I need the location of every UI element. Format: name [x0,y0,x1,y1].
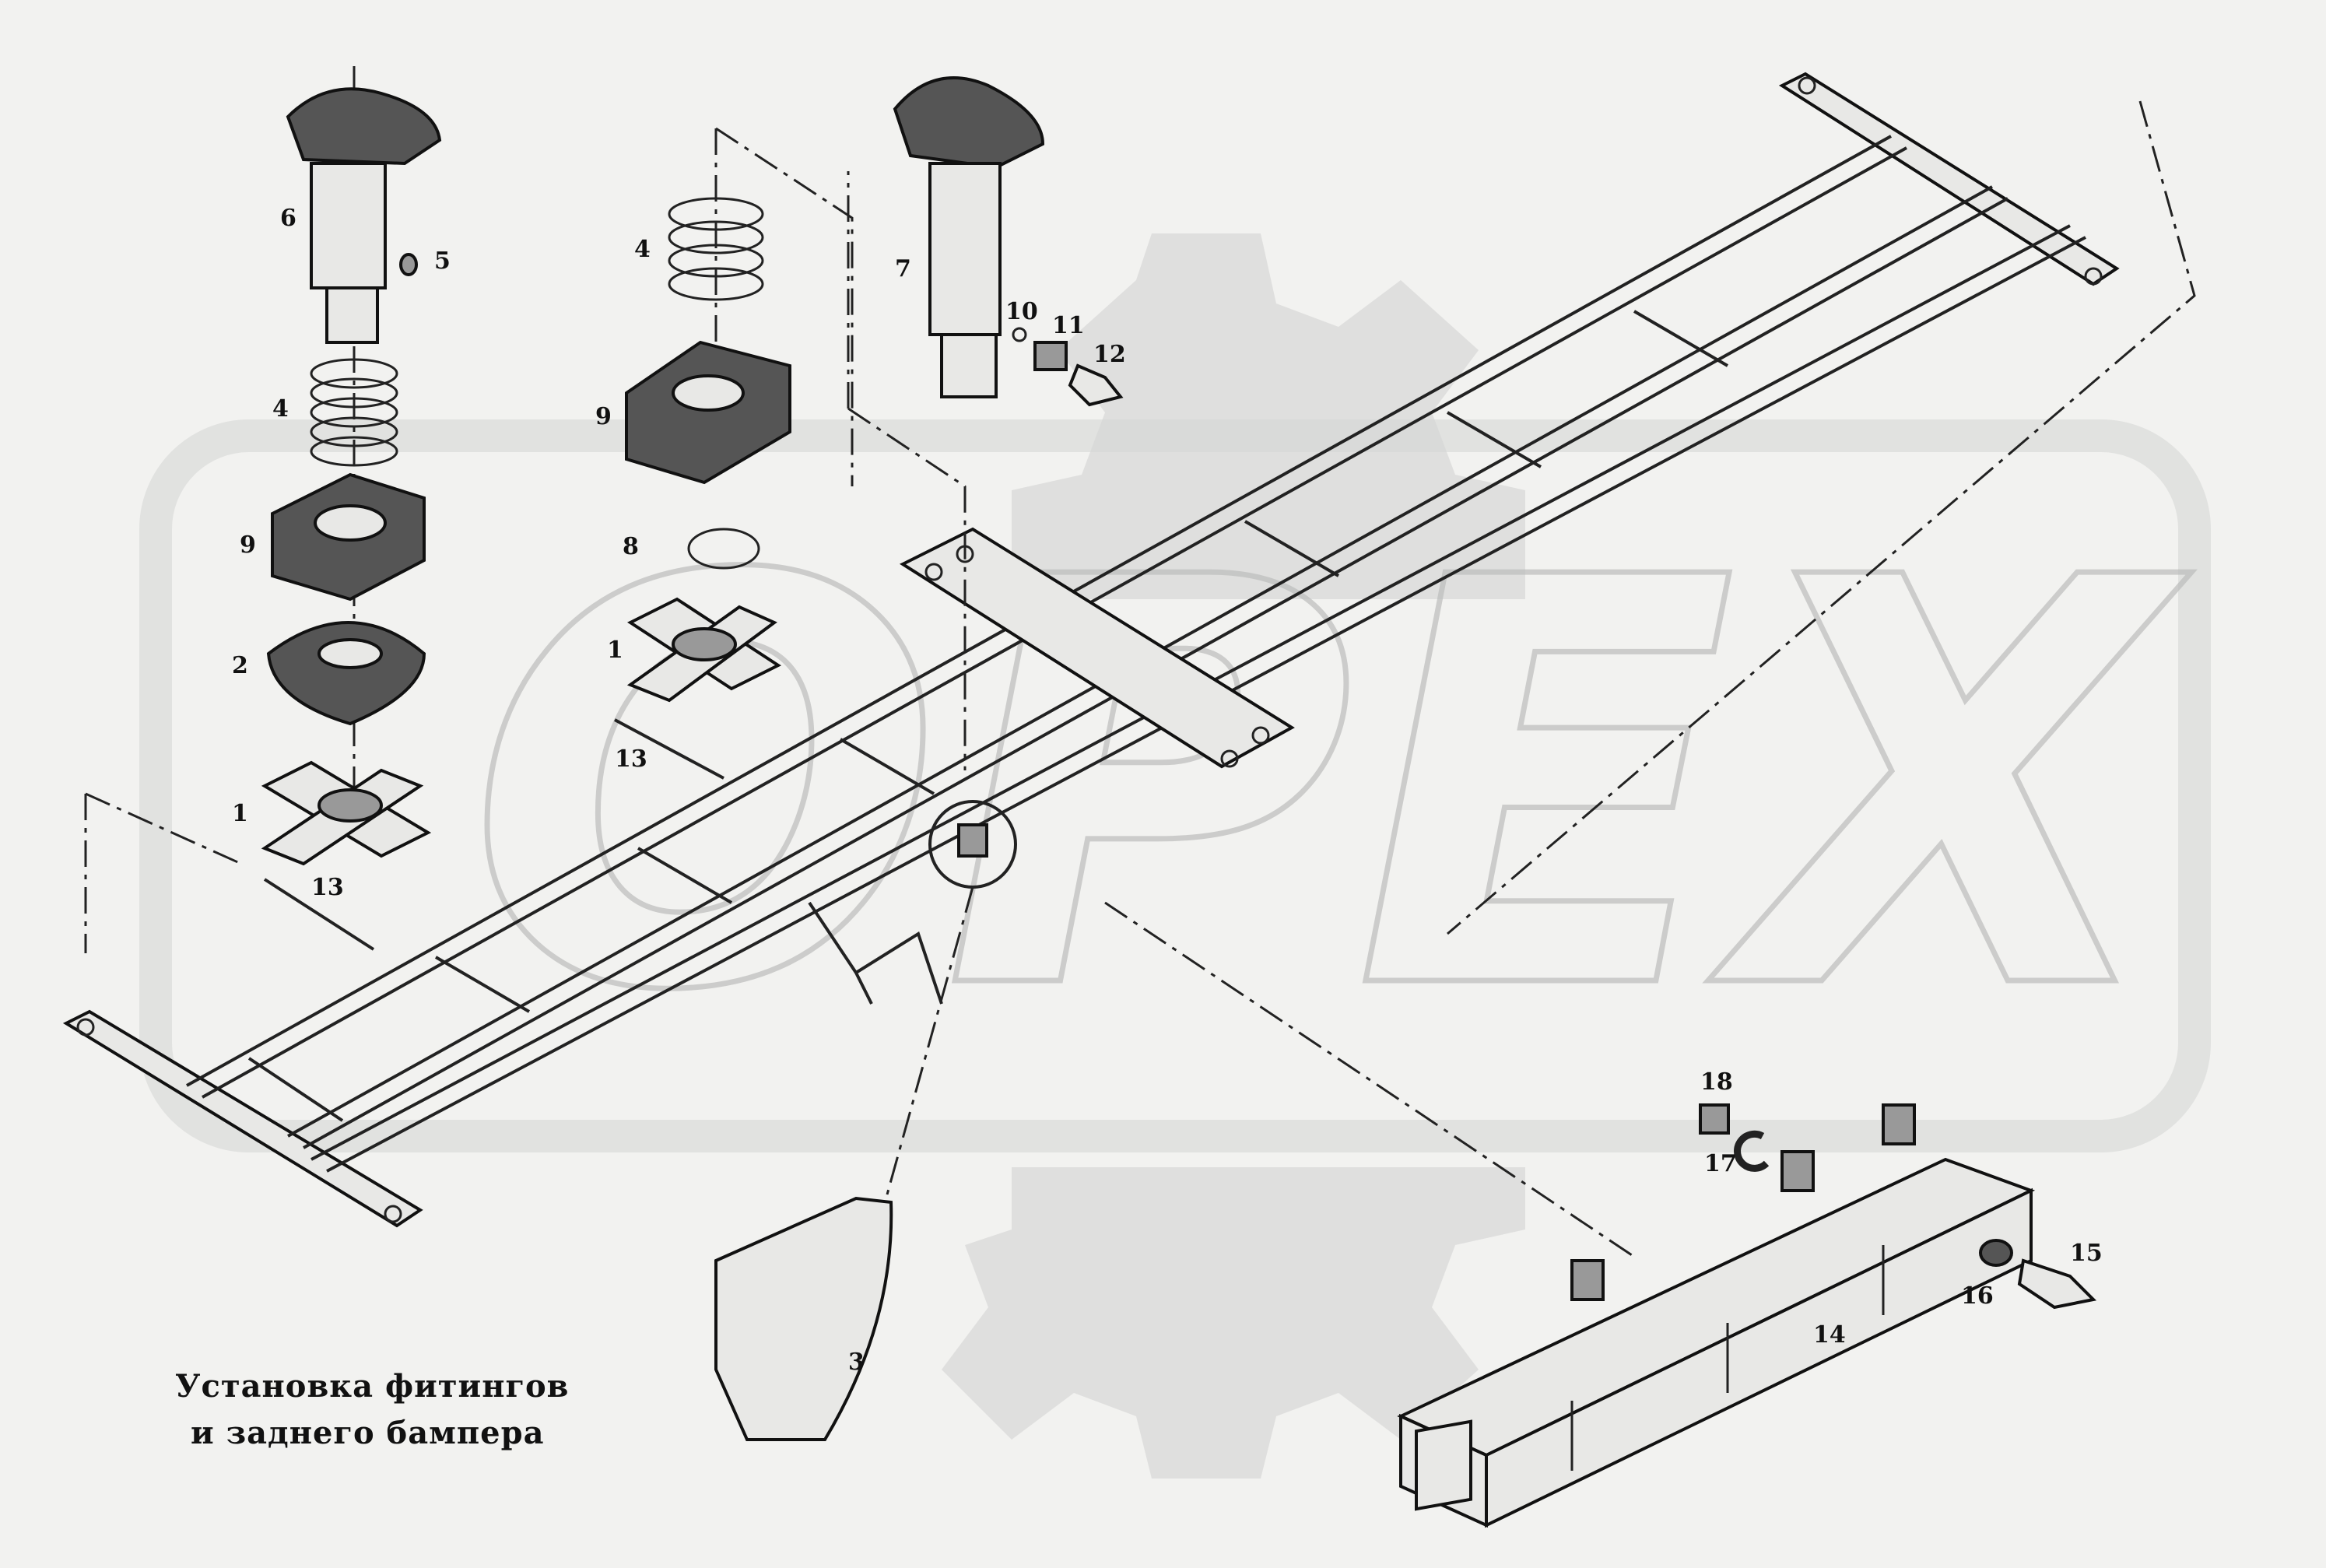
twist-lock-head-6 [286,87,442,166]
nut-18 [1699,1103,1730,1135]
watermark-text: OPEX [467,461,2192,1113]
callout-12: 12 [1093,341,1126,368]
housing-9-middle [625,340,791,485]
rear-bumper-14 [1397,1103,2036,1528]
left-fitting-stack [261,87,442,951]
lock-thread-6 [325,286,379,344]
callout-9-left: 9 [240,531,256,559]
bolt-15 [2017,1258,2097,1310]
callout-9-middle: 9 [595,403,612,430]
callout-3: 3 [848,1349,865,1376]
callout-8: 8 [623,533,639,560]
spring-4-left [310,358,398,467]
cross-plate-1-middle [626,597,782,703]
watermark-frame [139,419,2211,1152]
callout-13-middle: 13 [615,745,647,773]
nut-11 [1033,341,1068,371]
callout-10: 10 [1005,298,1038,325]
center-plate [899,527,1295,769]
pin-13-left [263,878,375,951]
callout-17: 17 [1704,1150,1737,1177]
callouts: 6 5 4 9 2 1 13 4 9 8 1 13 7 10 11 12 3 1… [232,205,2103,1376]
rear-crossmember [62,1009,423,1228]
front-crossmember [1778,72,2120,286]
twist-lock-head-7 [893,76,1045,170]
callout-4-left: 4 [272,395,289,423]
callout-1-middle: 1 [607,637,623,664]
nut-5 [399,253,418,276]
lock-shaft-7 [928,162,1002,336]
bracket-3 [714,1196,893,1441]
caption-line-1: Установка фитингов [175,1368,569,1405]
callout-18: 18 [1700,1068,1733,1096]
lock-shaft-6 [310,162,387,289]
bolt-12 [1068,363,1124,407]
washer-16 [1979,1239,2013,1267]
callout-2: 2 [232,652,248,679]
callout-7: 7 [895,255,911,282]
callout-4-middle: 4 [634,236,651,263]
watermark: OPEX [139,233,2211,1479]
callout-13-left: 13 [311,874,344,901]
spring-washer-17 [1734,1130,1770,1172]
washer-10 [1012,327,1027,342]
ring-8 [687,528,760,570]
callout-6: 6 [280,205,296,232]
watermark-gear-bottom [942,1167,1525,1479]
lock-thread-7 [940,333,998,398]
callout-5: 5 [434,247,451,275]
watermark-gear-icon [1012,233,1525,599]
cross-plate-1-left [261,760,432,866]
middle-fitting-stack [614,197,791,780]
spring-4-middle [668,197,764,301]
fitting-location [957,823,988,858]
right-fitting [893,76,1124,407]
pin-13-middle [614,718,724,780]
caption-line-2: и заднего бампера [191,1415,545,1451]
callout-16: 16 [1961,1282,1994,1310]
callout-14: 14 [1813,1321,1846,1349]
chassis-frame [62,72,2120,1228]
callout-1-left: 1 [232,800,248,827]
callout-15: 15 [2070,1240,2103,1267]
callout-11: 11 [1052,312,1085,339]
cone-2 [266,621,426,726]
caption: Установка фитингов и заднего бампера [175,1368,569,1451]
